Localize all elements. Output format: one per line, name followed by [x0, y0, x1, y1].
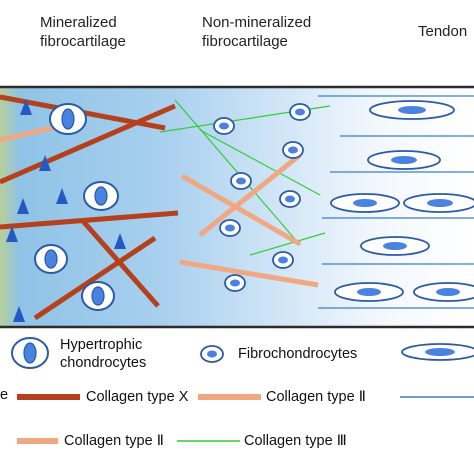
collagen-x-fiber	[0, 210, 179, 230]
legend-symbol-fibrochondrocyte	[200, 345, 224, 363]
collagen-ii-fiber	[198, 153, 302, 237]
legend-label-row3-fragment: e	[0, 387, 9, 403]
legend-label-hypertrophic-line1: Hypertrophic	[60, 337, 143, 353]
legend-label-collagen-iii: Collagen type Ⅲ	[244, 433, 347, 449]
region-label-non-mineralized-line2: fibrocartilage	[202, 33, 288, 50]
fibrochondrocyte	[224, 274, 246, 292]
mineral-triangle	[20, 99, 32, 115]
legend-label-fibrochondrocytes: Fibrochondrocytes	[238, 346, 358, 362]
legend-label-collagen-ii-row4: Collagen type Ⅱ	[64, 433, 164, 449]
mineral-triangle	[6, 226, 18, 242]
tenocytes	[330, 100, 474, 302]
tenocyte	[403, 193, 474, 213]
collagen-ii-fiber	[180, 173, 302, 247]
fibrochondrocyte	[282, 141, 304, 159]
hypertrophic-chondrocyte	[49, 103, 87, 135]
tenocyte	[367, 150, 441, 170]
legend-symbol-hypertrophic	[11, 337, 49, 369]
mineral-triangle	[56, 188, 68, 204]
legend-symbol-tenocyte	[401, 343, 474, 361]
fibrochondrocyte	[219, 219, 241, 237]
hypertrophic-chondrocytes	[34, 103, 119, 311]
tenocyte	[369, 100, 455, 120]
collagen-iii-fiber	[249, 232, 326, 256]
region-label-tendon: Tendon	[418, 22, 467, 41]
fibrochondrocyte	[230, 172, 252, 190]
tenocyte	[413, 282, 474, 302]
collagen-type-ii-fibers	[0, 123, 319, 288]
tendon-fibers	[318, 95, 474, 309]
region-label-non-mineralized: Non-mineralized fibrocartilage	[202, 13, 311, 51]
collagen-type-x-fibers	[0, 94, 179, 321]
fibrochondrocyte	[279, 190, 301, 208]
mineral-triangle	[114, 233, 126, 249]
hypertrophic-chondrocyte	[81, 281, 115, 311]
collagen-x-fiber	[33, 235, 157, 321]
collagen-ii-fiber	[0, 123, 61, 143]
hypertrophic-chondrocyte	[34, 244, 68, 274]
fibrochondrocyte	[289, 103, 311, 121]
fibrochondrocytes	[213, 103, 311, 292]
collagen-iii-fiber	[174, 99, 301, 246]
collagen-ii-fiber	[179, 259, 319, 288]
mineral-triangle	[39, 155, 51, 171]
fibrochondrocyte	[272, 251, 294, 269]
tenocyte	[360, 236, 430, 256]
region-label-mineralized-line1: Mineralized	[40, 14, 117, 31]
tenocyte	[334, 282, 404, 302]
tenocyte	[330, 193, 400, 213]
mineral-triangle	[13, 306, 25, 322]
collagen-iii-fiber	[199, 129, 321, 196]
mineral-deposits	[6, 99, 126, 322]
legend-label-collagen-x: Collagen type X	[86, 389, 189, 405]
legend-label-hypertrophic-line2: chondrocytes	[60, 355, 147, 371]
mineral-triangle	[17, 198, 29, 214]
hypertrophic-chondrocyte	[83, 181, 119, 211]
region-label-mineralized-line2: fibrocartilage	[40, 33, 126, 50]
region-label-non-mineralized-line1: Non-mineralized	[202, 14, 312, 31]
collagen-x-fiber	[0, 103, 176, 185]
legend-label-hypertrophic: Hypertrophic chondrocytes	[60, 336, 146, 372]
legend-label-collagen-ii-row3: Collagen type Ⅱ	[266, 389, 366, 405]
fibrochondrocyte	[213, 117, 235, 135]
region-label-mineralized: Mineralized fibrocartilage	[40, 13, 126, 51]
region-label-tendon-text: Tendon	[418, 23, 468, 40]
